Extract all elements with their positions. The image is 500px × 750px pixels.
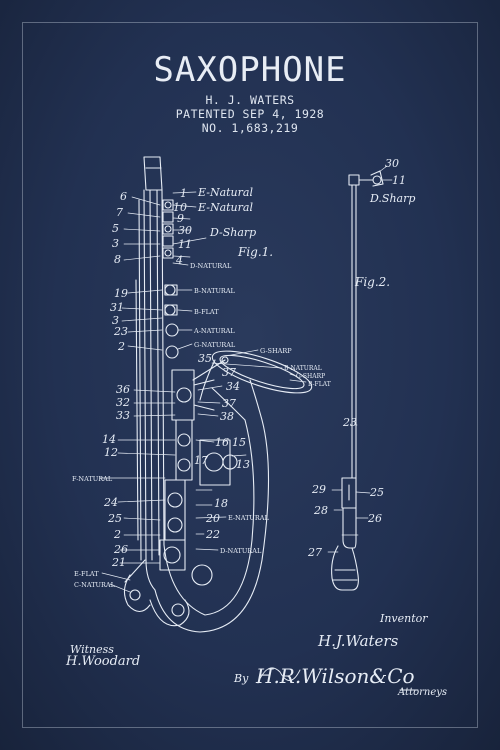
label-34: 34 — [226, 380, 240, 393]
attorney-signature: H.R.Wilson&Co — [256, 664, 415, 688]
label-30: 30 — [178, 224, 192, 237]
label-21: 21 — [111, 556, 126, 569]
label-35: 35 — [198, 352, 212, 365]
label-3: 3 — [112, 237, 119, 250]
label-22: 22 — [205, 528, 220, 541]
label-2: 2 — [117, 340, 125, 353]
label-26: 26 — [113, 543, 128, 556]
inventor-signature: H.J.Waters — [318, 632, 399, 650]
label-14: 14 — [102, 433, 116, 446]
label-7: 7 — [116, 206, 123, 219]
label-11: 11 — [178, 238, 192, 251]
label-d-sharp-right: D.Sharp — [369, 192, 415, 205]
label-e-flat: E-FLAT — [74, 570, 99, 578]
label-31: 31 — [110, 301, 124, 314]
inventor-label: Inventor — [380, 612, 428, 625]
label-f-natural: F-NATURAL — [72, 475, 113, 483]
label-8: 8 — [114, 253, 121, 266]
label-b-natural: B-NATURAL — [194, 287, 236, 295]
label-b-flat-bell: B-FLAT — [308, 381, 331, 388]
label-r28: 28 — [313, 504, 328, 517]
label-1: 1 — [180, 187, 187, 200]
label-32: 32 — [116, 396, 130, 409]
label-r25: 25 — [369, 486, 384, 499]
inventor-name: H. J. WATERS — [205, 93, 295, 107]
label-36: 36 — [116, 383, 130, 396]
patent-date: PATENTED SEP 4, 1928 — [175, 107, 325, 121]
label-3b: 3 — [112, 314, 119, 327]
label-g-sharp: G-SHARP — [260, 347, 292, 355]
key-mechanism — [123, 199, 238, 627]
label-10: 10 — [173, 201, 187, 214]
label-9: 9 — [177, 212, 184, 225]
label-38: 38 — [220, 410, 234, 423]
label-13: 13 — [236, 458, 250, 471]
label-b-flat: B-FLAT — [194, 308, 219, 316]
label-25: 25 — [107, 512, 122, 525]
patent-title: SAXOPHONE — [153, 50, 347, 90]
label-r27: 27 — [307, 546, 322, 559]
attorneys-label: Attorneys — [398, 687, 448, 698]
label-24: 24 — [103, 496, 118, 509]
label-17: 17 — [194, 454, 208, 467]
fig2-rod — [327, 165, 393, 591]
label-fig1: Fig.1. — [237, 245, 273, 259]
label-r30: 30 — [385, 157, 399, 170]
diagram-labels: 6 7 5 3 8 19 31 3 23 2 36 32 33 14 12 24… — [72, 157, 415, 589]
leader-lines — [99, 191, 307, 593]
label-6: 6 — [120, 190, 127, 203]
signature-flourishes — [257, 667, 419, 691]
label-15: 15 — [232, 436, 246, 449]
label-a-natural: A-NATURAL — [193, 327, 235, 335]
label-g-natural: G-NATURAL — [194, 341, 236, 349]
label-fig2: Fig.2. — [354, 275, 390, 289]
label-d-natural-top: D-NATURAL — [190, 262, 232, 270]
label-37: 37 — [222, 366, 236, 379]
label-b-natural-bell: B-NATURAL — [284, 365, 322, 372]
label-g-sharp-bell: G-SHARP — [296, 373, 325, 380]
label-e-natural-1: E-Natural — [197, 186, 253, 199]
label-d-natural-low: D-NATURAL — [220, 547, 262, 555]
by-label: By — [234, 672, 249, 685]
label-19: 19 — [114, 287, 128, 300]
witness-signature: H.Woodard — [66, 654, 141, 669]
label-16: 16 — [215, 436, 229, 449]
patent-number: NO. 1,683,219 — [201, 121, 299, 135]
label-4: 4 — [175, 254, 183, 267]
witness-label: Witness — [70, 643, 114, 656]
label-5: 5 — [112, 222, 119, 235]
label-37b: 37 — [222, 397, 236, 410]
label-18: 18 — [214, 497, 228, 510]
label-23: 23 — [113, 325, 128, 338]
label-e-natural-low: E-NATURAL — [228, 514, 269, 522]
label-r26: 26 — [367, 512, 382, 525]
label-r23: 23 — [342, 416, 357, 429]
label-r11: 11 — [392, 174, 406, 187]
sheet-border — [22, 22, 478, 728]
label-e-natural-2: E-Natural — [197, 201, 253, 214]
saxophone-body — [143, 156, 313, 633]
label-12: 12 — [104, 446, 118, 459]
label-2c: 2 — [113, 528, 121, 541]
label-33: 33 — [116, 409, 130, 422]
label-d-sharp-left: D-Sharp — [209, 226, 256, 239]
label-c-natural: C-NATURAL — [74, 581, 116, 589]
label-20: 20 — [205, 512, 220, 525]
label-r29: 29 — [311, 483, 326, 496]
